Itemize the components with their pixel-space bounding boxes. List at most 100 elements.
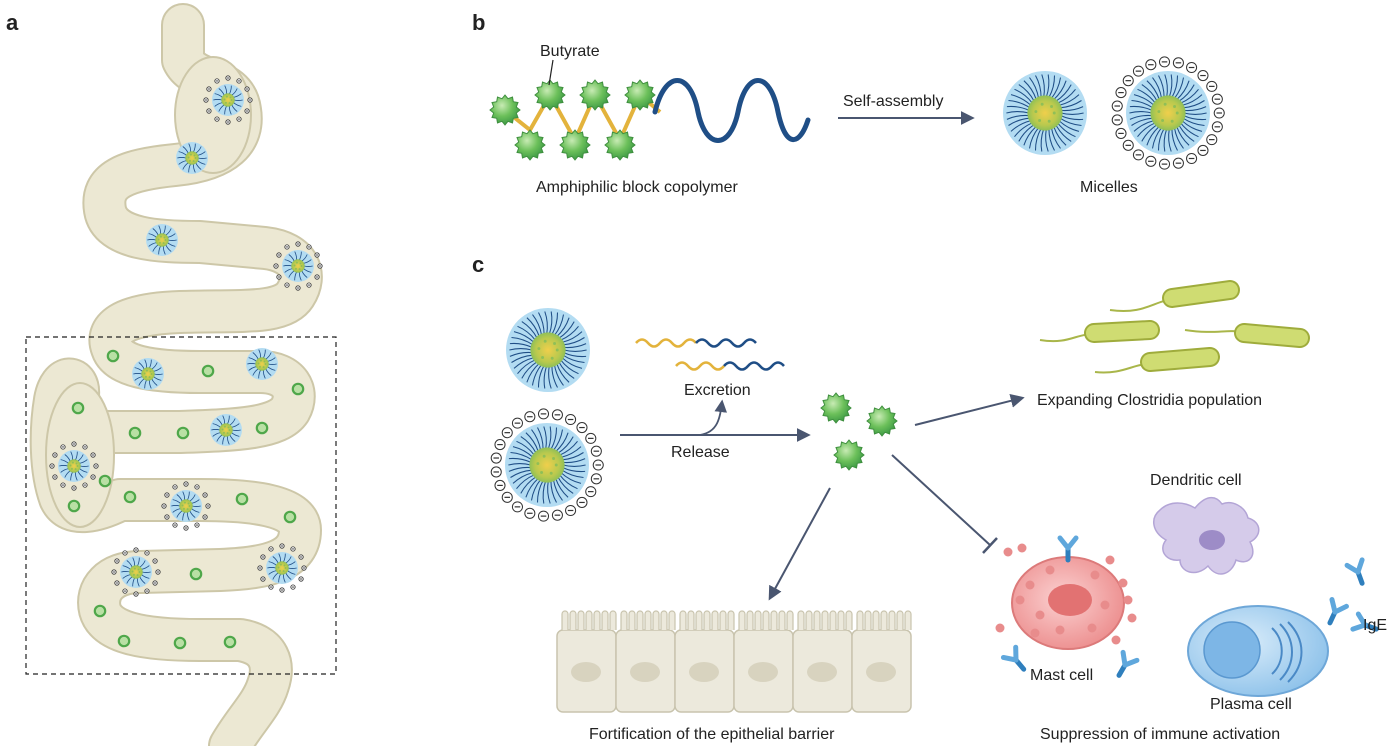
granule xyxy=(1055,625,1065,635)
granule xyxy=(1105,555,1115,565)
gut-butyrate xyxy=(291,382,305,396)
microvillus xyxy=(687,610,695,630)
epithelial-cell xyxy=(674,610,735,713)
butyrate-molecule xyxy=(833,439,865,471)
microvillus xyxy=(679,610,687,630)
excreted-polymer-2-tail xyxy=(723,361,785,371)
micelle xyxy=(210,414,242,446)
gut-butyrate xyxy=(255,421,269,435)
inhibition-line xyxy=(891,454,998,554)
gut-butyrate xyxy=(123,490,137,504)
butyrate-molecule xyxy=(624,79,656,111)
gut-butyrate xyxy=(176,426,190,440)
hydrophilic-block xyxy=(652,78,811,143)
microvillus xyxy=(620,610,628,630)
clostridium xyxy=(1184,323,1310,348)
mast-cell: Mast cell xyxy=(995,543,1137,684)
gut-butyrate xyxy=(223,635,237,649)
granule xyxy=(1123,595,1133,605)
epithelial-cell xyxy=(733,610,794,713)
clostridium xyxy=(1039,320,1160,343)
clostridium xyxy=(1109,280,1240,312)
mast-cell-nucleus xyxy=(1048,584,1092,616)
micelle xyxy=(176,142,208,174)
microvillus xyxy=(856,610,864,630)
copolymer-label: Amphiphilic block copolymer xyxy=(536,179,739,196)
epithelial-cell xyxy=(615,610,676,713)
gut-butyrate xyxy=(67,499,81,513)
epithelial-layer xyxy=(556,610,912,713)
gut-butyrate xyxy=(117,634,131,648)
ige-antibody xyxy=(1350,611,1379,632)
granule xyxy=(995,623,1005,633)
butyrate-molecule xyxy=(820,392,852,424)
charged-micelle xyxy=(1111,56,1225,170)
microvillus xyxy=(864,610,872,630)
butyrate-pointer xyxy=(548,59,554,86)
microvillus xyxy=(695,610,703,630)
clostridia-bacteria xyxy=(1039,280,1310,374)
butyrate-molecule xyxy=(579,79,611,111)
panel-c-micelles xyxy=(490,308,604,522)
ige-antibody xyxy=(1116,649,1140,678)
microvillus xyxy=(904,610,912,630)
excreted-polymer-1-tail xyxy=(695,338,757,348)
release-arrow: Release xyxy=(620,399,811,461)
gut-butyrate xyxy=(283,510,297,524)
micelle xyxy=(146,224,178,256)
charged-micelle xyxy=(111,547,161,597)
microvillus xyxy=(754,610,762,630)
micelle xyxy=(246,348,278,380)
gut-butyrate xyxy=(201,364,215,378)
butyrate-molecule xyxy=(534,79,566,111)
self-assembly-label: Self-assembly xyxy=(843,93,943,110)
immune-label: Suppression of immune activation xyxy=(1040,726,1280,743)
self-assembly-arrow: Self-assembly xyxy=(838,93,975,125)
granule xyxy=(1035,610,1045,620)
ige-antibodies xyxy=(1000,535,1379,678)
microvillus xyxy=(896,610,904,630)
to-epithelium-arrow xyxy=(768,487,831,601)
granule xyxy=(1003,547,1013,557)
release-label: Release xyxy=(671,444,730,461)
charged-micelle xyxy=(161,481,211,531)
plasma-cell: Plasma cell xyxy=(1187,605,1329,713)
microvillus xyxy=(778,610,786,630)
microvillus xyxy=(652,610,660,630)
granule xyxy=(1025,580,1035,590)
microvillus xyxy=(821,610,829,630)
microvillus xyxy=(636,610,644,630)
gut-butyrate xyxy=(189,567,203,581)
gut-butyrate xyxy=(235,492,249,506)
microvillus xyxy=(845,610,853,630)
clostridia-label: Expanding Clostridia population xyxy=(1037,392,1262,409)
charged-micelle xyxy=(490,408,604,522)
charged-micelle xyxy=(49,441,99,491)
microvillus xyxy=(738,610,746,630)
gut-butyrate xyxy=(128,426,142,440)
microvillus xyxy=(813,610,821,630)
microvillus xyxy=(746,610,754,630)
granule xyxy=(1118,578,1128,588)
copolymer-butyrates xyxy=(489,79,656,161)
panel-a-label: a xyxy=(6,10,19,35)
micelle xyxy=(1003,71,1087,155)
ige-antibody xyxy=(1057,535,1079,563)
granule xyxy=(1100,600,1110,610)
microvillus xyxy=(797,610,805,630)
microvillus xyxy=(727,610,735,630)
panel-b-label: b xyxy=(472,10,485,35)
to-clostridia-arrow xyxy=(914,393,1025,426)
plasma-cell-nucleus xyxy=(1203,621,1261,679)
butyrate-molecule xyxy=(559,129,591,161)
microvillus xyxy=(593,610,601,630)
gut-particles xyxy=(49,75,323,650)
microvillus xyxy=(577,610,585,630)
epithelial-cell xyxy=(851,610,912,713)
granule xyxy=(1127,613,1137,623)
dendritic-label: Dendritic cell xyxy=(1150,472,1242,489)
microvillus xyxy=(837,610,845,630)
excretion-branch-arrow xyxy=(699,399,728,436)
microvillus xyxy=(888,610,896,630)
